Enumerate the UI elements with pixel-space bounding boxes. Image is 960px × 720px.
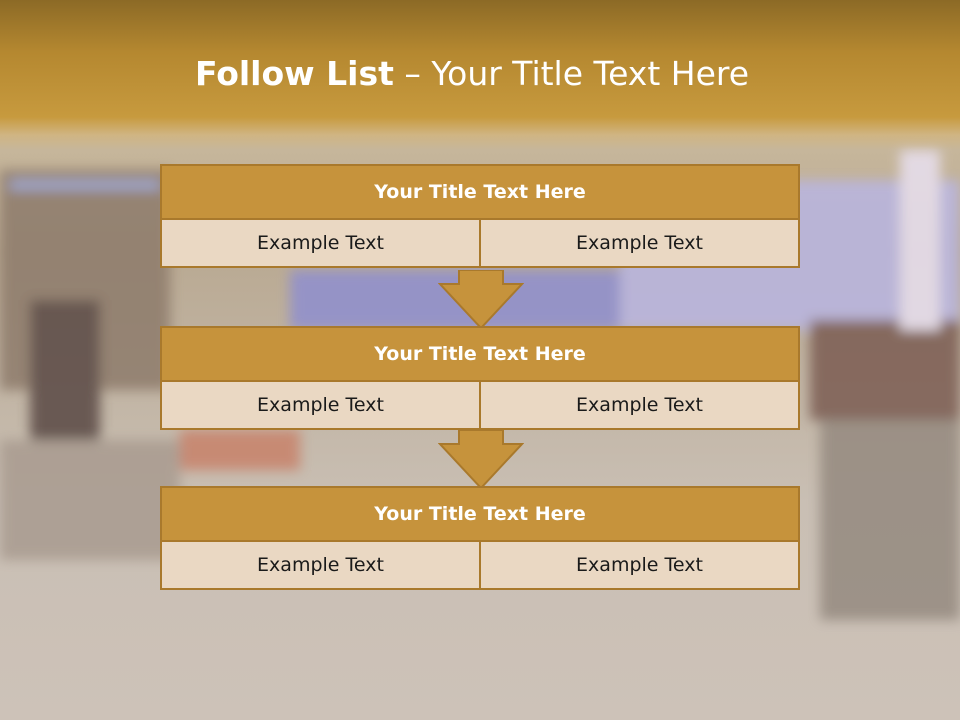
- step-block-3: Your Title Text Here Example Text Exampl…: [160, 486, 800, 590]
- step-row-1: Example Text Example Text: [160, 218, 800, 268]
- step-title-2: Your Title Text Here: [160, 326, 800, 382]
- down-arrow-icon: [438, 270, 524, 330]
- step-block-1: Your Title Text Here Example Text Exampl…: [160, 164, 800, 268]
- step-2-right-cell: Example Text: [479, 380, 800, 430]
- step-row-3: Example Text Example Text: [160, 540, 800, 590]
- title-rest: – Your Title Text Here: [393, 54, 750, 93]
- down-arrow-icon: [438, 430, 524, 490]
- step-1-right-cell: Example Text: [479, 218, 800, 268]
- step-2-left-cell: Example Text: [160, 380, 481, 430]
- step-3-right-cell: Example Text: [479, 540, 800, 590]
- slide-title: Follow List – Your Title Text Here: [0, 54, 944, 93]
- step-3-left-cell: Example Text: [160, 540, 481, 590]
- step-block-2: Your Title Text Here Example Text Exampl…: [160, 326, 800, 430]
- step-title-1: Your Title Text Here: [160, 164, 800, 220]
- title-bar: [0, 0, 960, 150]
- step-title-3: Your Title Text Here: [160, 486, 800, 542]
- title-strong: Follow List: [194, 54, 394, 93]
- step-1-left-cell: Example Text: [160, 218, 481, 268]
- step-row-2: Example Text Example Text: [160, 380, 800, 430]
